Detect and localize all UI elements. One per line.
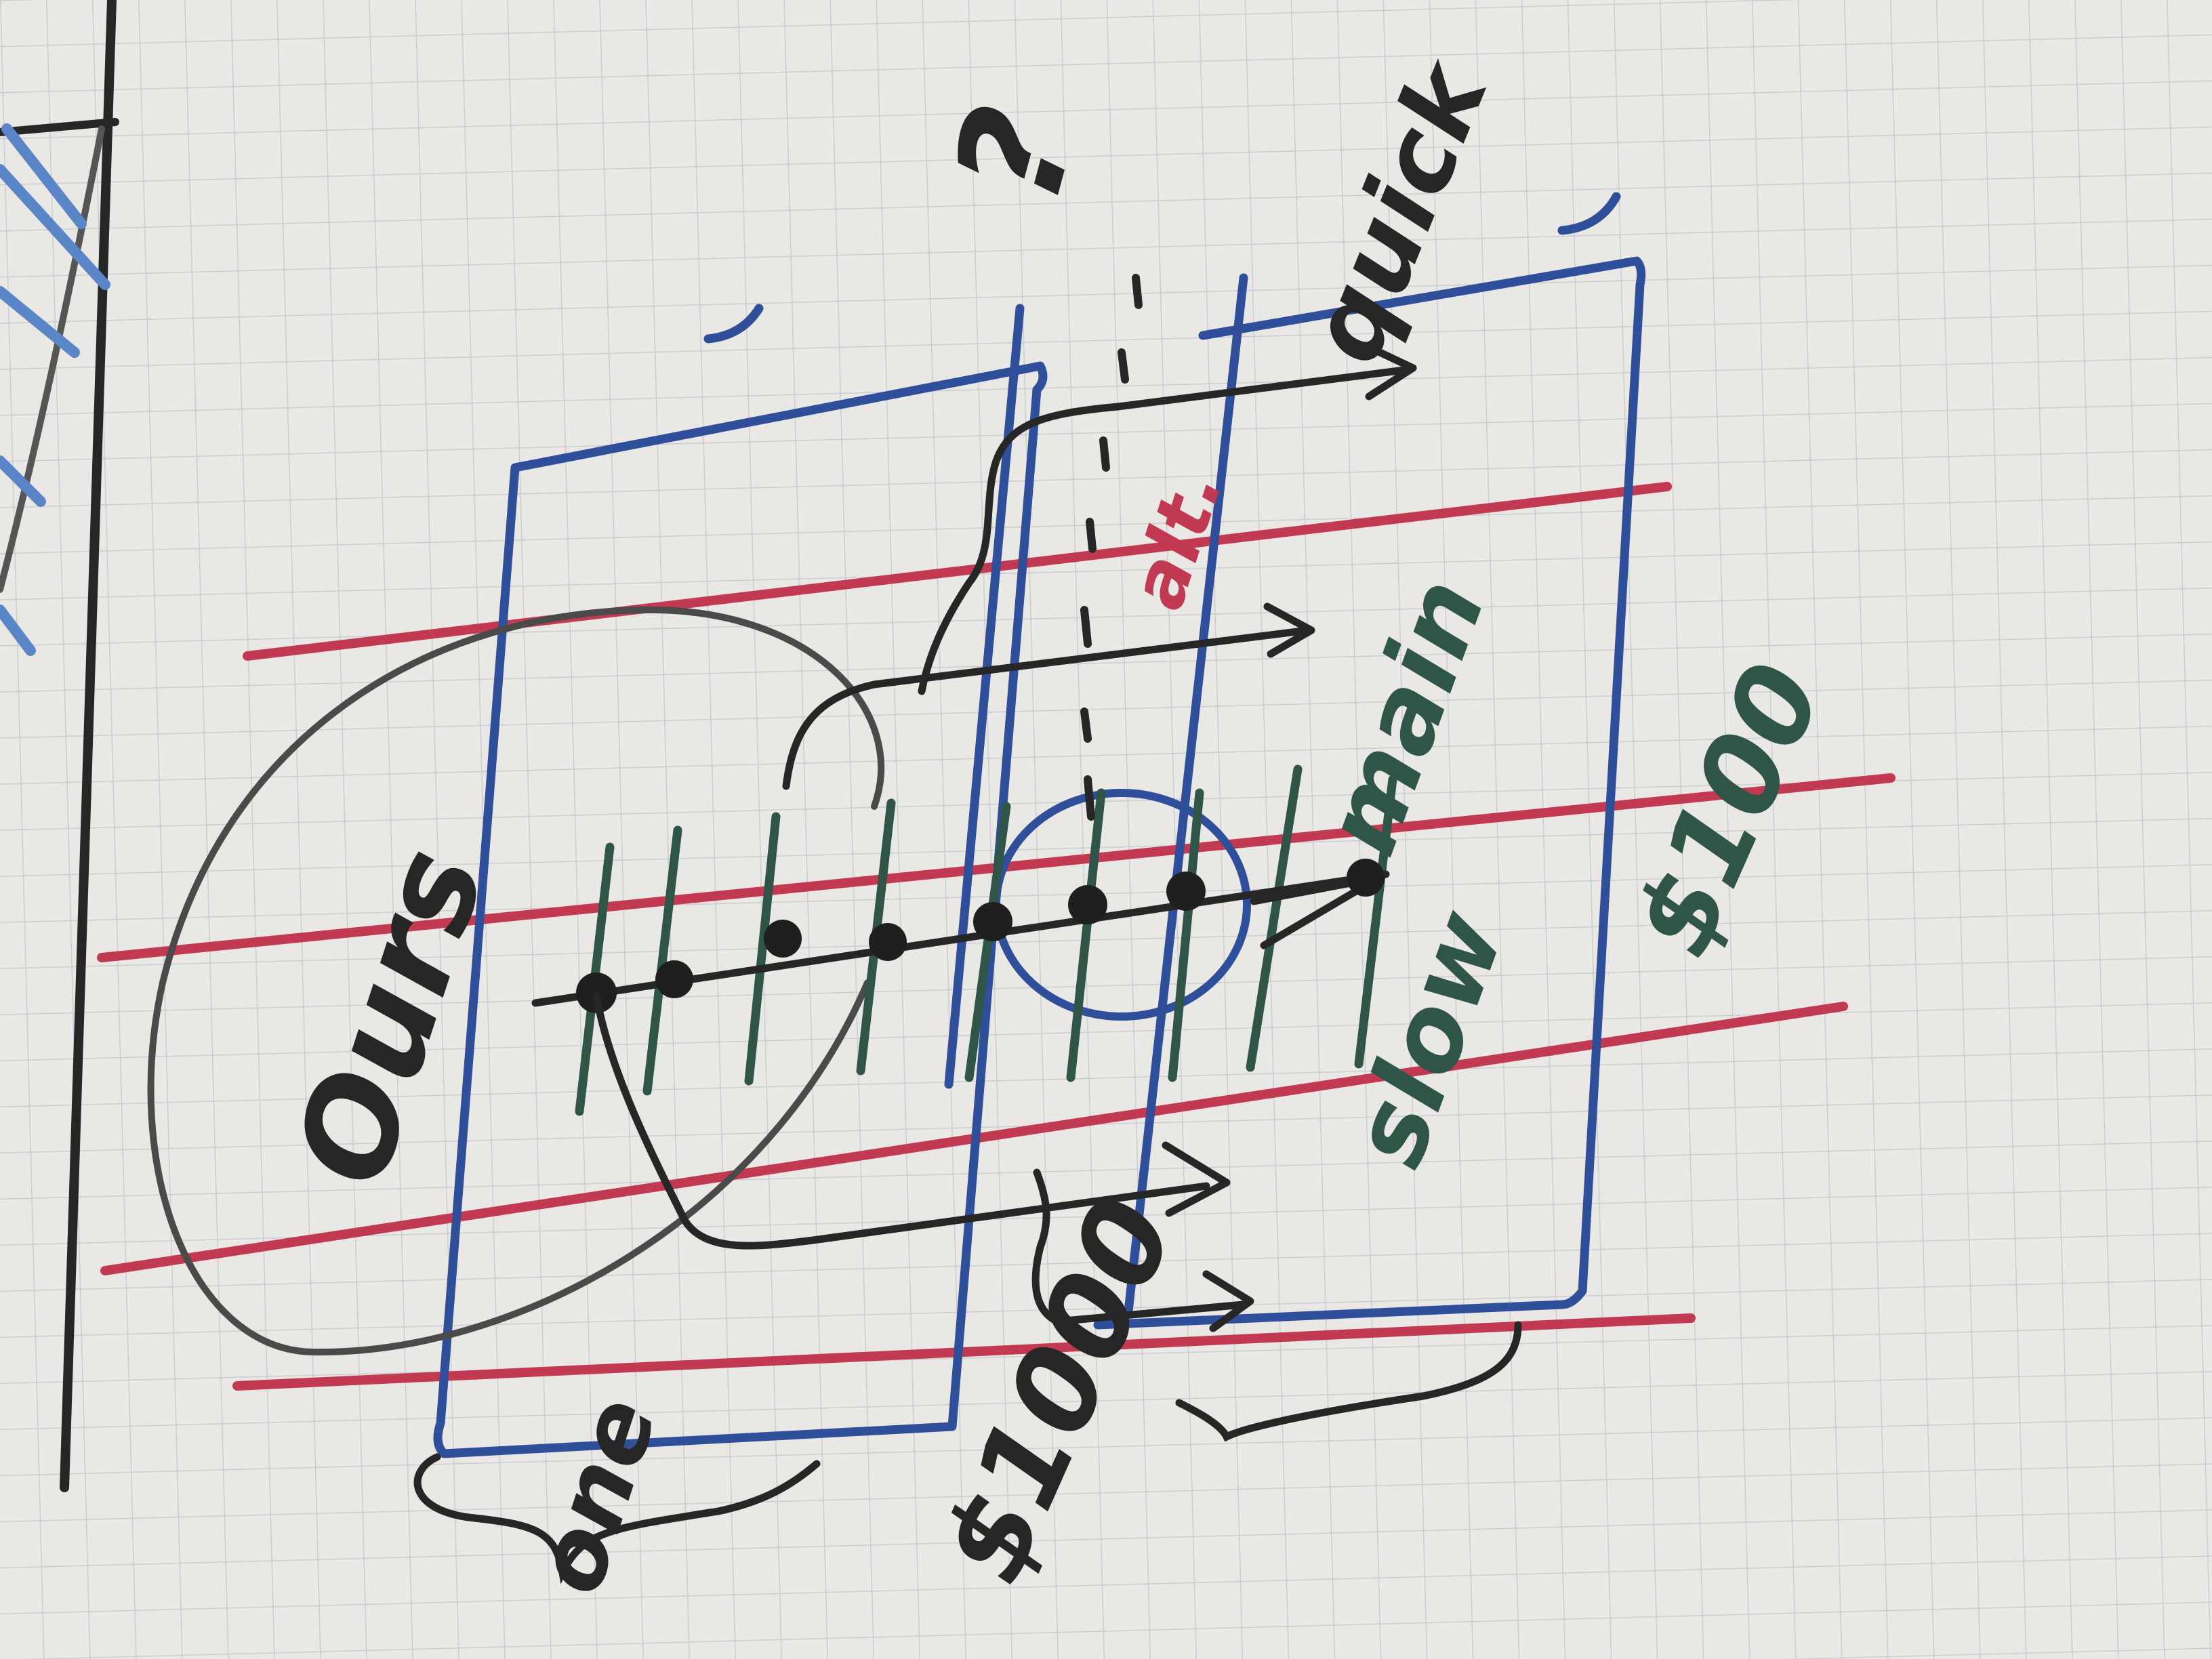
- braces: [413, 1321, 1522, 1584]
- main-timeline: [531, 859, 1390, 1013]
- bottom-branch-arrow: [592, 992, 1210, 1250]
- brace-right: [1175, 1321, 1522, 1442]
- timeline-dots: [576, 859, 1385, 1013]
- arrow-icon: [1361, 342, 1417, 401]
- arrow-icon: [1162, 1141, 1231, 1217]
- blue-tick-right: [1557, 192, 1621, 235]
- arrow-icon: [1263, 602, 1315, 658]
- slow-branch-arrow: [1031, 1168, 1248, 1326]
- blue-panel-left: [433, 361, 1048, 1458]
- alt-branch-arrow: [782, 626, 1312, 790]
- blue-panels: [433, 192, 1646, 1458]
- flow-arrows: [592, 342, 1417, 1332]
- brace-left: [413, 1453, 821, 1584]
- green-ticks: [575, 764, 1397, 1116]
- dashed-line: [1080, 274, 1143, 821]
- left-margin-hatching: [0, 0, 119, 1492]
- blue-panel-middle-left-edge: [1124, 273, 1248, 1316]
- red-lane-4: [232, 1313, 1696, 1391]
- cluster-ellipse: [147, 606, 884, 1356]
- arrow-icon: [1202, 1270, 1254, 1332]
- blue-tick-left: [703, 304, 764, 344]
- blue-panel-right: [1093, 256, 1646, 1330]
- red-lane-1: [243, 482, 1672, 661]
- quick-branch-arrow: [918, 365, 1414, 695]
